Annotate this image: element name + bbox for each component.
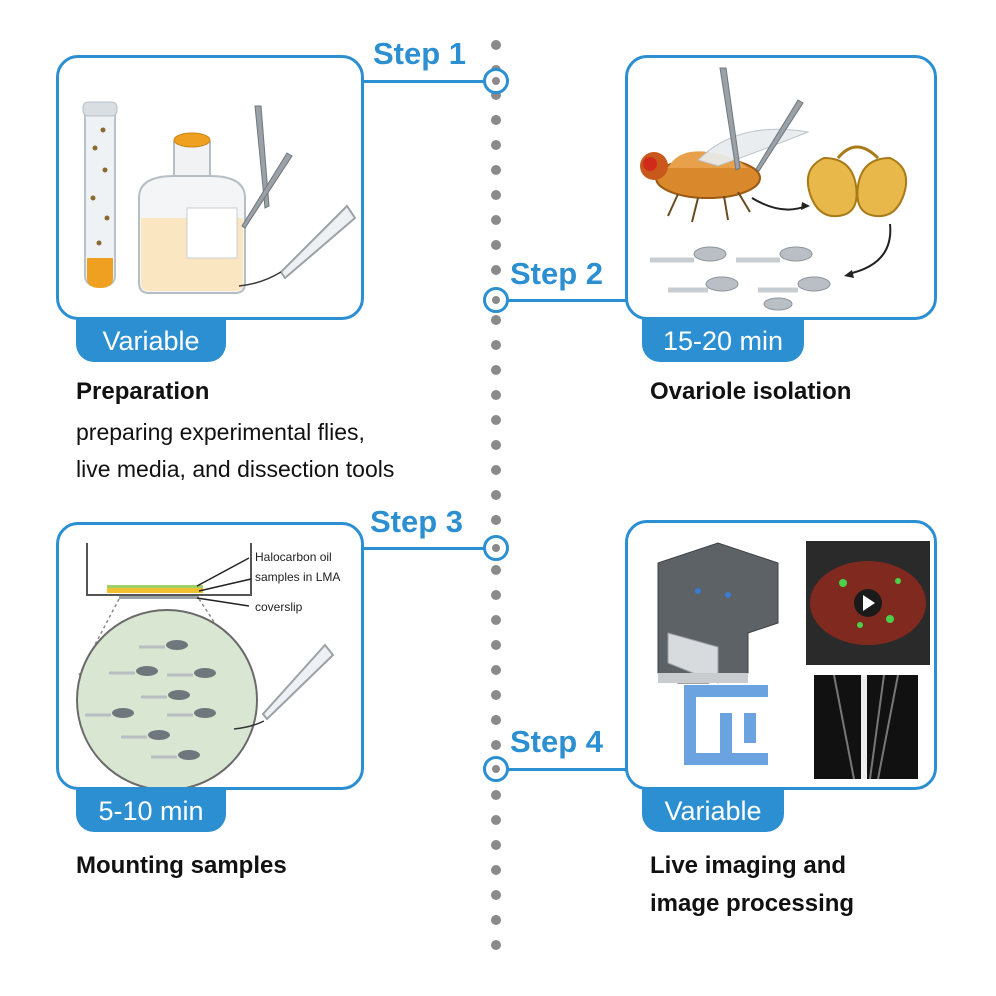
- forceps-icon: [241, 105, 293, 229]
- timeline-dot: [491, 815, 501, 825]
- step-2-duration-badge: 15-20 min: [642, 318, 804, 362]
- step-1-label: Step 1: [373, 36, 467, 71]
- fly-vial-icon: [82, 101, 118, 288]
- step-2-label: Step 2: [510, 256, 604, 291]
- timeline-dot: [491, 215, 501, 225]
- timeline-dot: [491, 315, 501, 325]
- timeline-dot: [491, 340, 501, 350]
- step-1-title: Preparation: [76, 378, 210, 405]
- step-4-node: [483, 756, 509, 782]
- step-4-title-line-1: Live imaging and: [650, 852, 847, 879]
- timeline-dot: [491, 590, 501, 600]
- step-4-label: Step 4: [510, 724, 604, 759]
- magnified-sample-icon: [76, 609, 258, 787]
- imaging-illustration: [657, 541, 930, 780]
- timeline-dot: [491, 465, 501, 475]
- timeline-dot: [491, 640, 501, 650]
- timeline-dot: [491, 515, 501, 525]
- fiji-logo-icon: [684, 685, 768, 765]
- play-icon: [863, 595, 875, 611]
- timeline-dot: [491, 365, 501, 375]
- timeline-dot: [491, 890, 501, 900]
- timeline-dot: [491, 240, 501, 250]
- step-3-title: Mounting samples: [76, 852, 287, 879]
- microscope-icon: [657, 542, 779, 684]
- timeline-dots: [490, 40, 502, 950]
- timeline-dot: [491, 490, 501, 500]
- timeline-dot: [491, 715, 501, 725]
- step-4-title-line-2: image processing: [650, 890, 855, 917]
- step-4-panel: [625, 520, 937, 790]
- timeline-dot: [491, 740, 501, 750]
- timeline-dot: [491, 665, 501, 675]
- timeline-dot: [491, 790, 501, 800]
- timeline-dot: [491, 915, 501, 925]
- annotation-coverslip: coverslip: [255, 600, 303, 614]
- mounting-illustration: Halocarbon oil samples in LMA coverslip: [76, 543, 340, 787]
- ovaries-icon: [806, 145, 908, 218]
- step-1-connector: [360, 80, 484, 83]
- media-bottle-icon: [138, 132, 246, 294]
- step-1-description-line-1: preparing experimental flies,: [76, 419, 365, 445]
- timeline-dot: [491, 90, 501, 100]
- step-1-description-line-2: live media, and dissection tools: [76, 456, 395, 482]
- timeline-dot: [491, 690, 501, 700]
- timeline-dot: [491, 265, 501, 275]
- step-1-panel: [56, 55, 364, 320]
- ovarioles-icon: [650, 246, 831, 311]
- step-1-node: [483, 68, 509, 94]
- timeline-dot: [491, 40, 501, 50]
- step-3-node: [483, 535, 509, 561]
- step-3-duration-badge: 5-10 min: [76, 788, 226, 832]
- dish-icon: [86, 543, 252, 599]
- timeline-dot: [491, 615, 501, 625]
- timeline-dot: [491, 840, 501, 850]
- timeline-dot: [491, 565, 501, 575]
- preparation-illustration: [82, 101, 357, 294]
- timeline-dot: [491, 115, 501, 125]
- dissection-forceps-icon: [719, 67, 804, 172]
- timeline-dot: [491, 415, 501, 425]
- step-2-node: [483, 287, 509, 313]
- timeline-dot: [491, 940, 501, 950]
- annotation-samples-in-lma: samples in LMA: [255, 570, 340, 584]
- fly-icon: [640, 128, 810, 223]
- step-3-panel: Halocarbon oil samples in LMA coverslip: [56, 522, 364, 790]
- annotation-halocarbon-oil: Halocarbon oil: [255, 550, 332, 564]
- fluorescence-video-thumbnail: [806, 541, 930, 665]
- step-1-duration-badge: Variable: [76, 318, 226, 362]
- step-2-connector: [508, 299, 628, 302]
- mounting-pipette-icon: [233, 643, 335, 730]
- timeline-dot: [491, 165, 501, 175]
- ovariole-isolation-illustration: [640, 67, 908, 311]
- step-3-label: Step 3: [370, 504, 464, 539]
- timeline-dot: [491, 865, 501, 875]
- pipette-icon: [238, 204, 357, 287]
- timeline-dot: [491, 390, 501, 400]
- step-3-connector: [360, 547, 484, 550]
- step-2-panel: [625, 55, 937, 320]
- step-4-duration-badge: Variable: [642, 788, 784, 832]
- step-4-connector: [508, 768, 628, 771]
- timeline-dot: [491, 140, 501, 150]
- kymograph-thumbnail: [814, 674, 918, 780]
- step-2-title: Ovariole isolation: [650, 378, 852, 405]
- timeline-dot: [491, 190, 501, 200]
- timeline-dot: [491, 440, 501, 450]
